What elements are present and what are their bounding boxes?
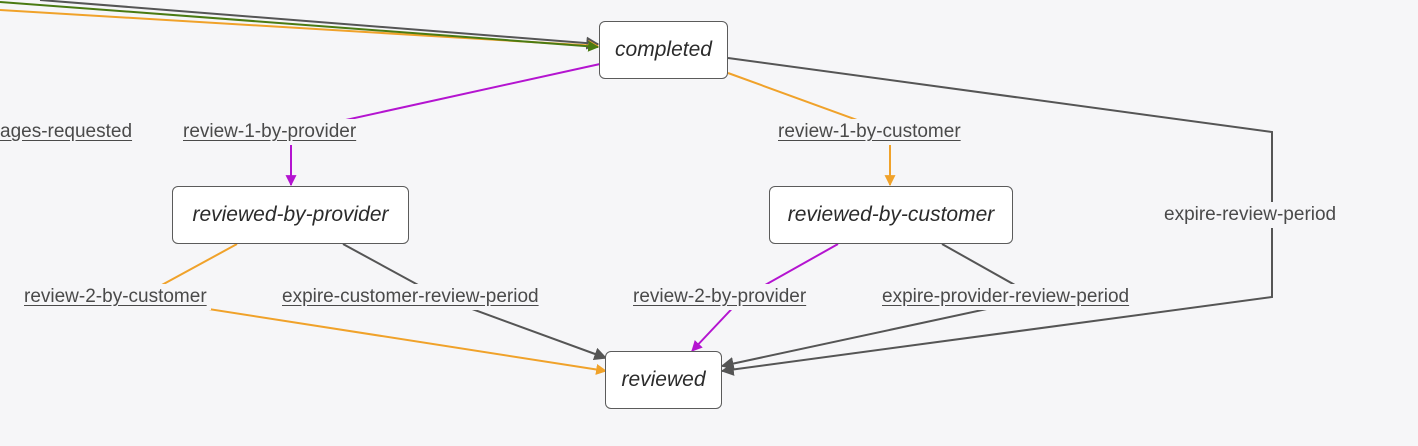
transition-label-changes-requested[interactable]: ages-requested	[0, 119, 137, 145]
state-reviewed[interactable]: reviewed	[605, 351, 722, 409]
state-completed[interactable]: completed	[599, 21, 728, 79]
transition-label-review-2-by-customer[interactable]: review-2-by-customer	[20, 284, 211, 310]
state-reviewed-by-provider[interactable]: reviewed-by-provider	[172, 186, 409, 244]
transition-label-review-1-by-provider[interactable]: review-1-by-provider	[179, 119, 361, 145]
edge-incoming-gray	[39, 0, 600, 50]
transition-label-review-1-by-customer[interactable]: review-1-by-customer	[774, 119, 965, 145]
transition-label-review-2-by-provider[interactable]: review-2-by-provider	[629, 284, 811, 310]
edge-incoming-green	[0, 1, 600, 52]
transition-label-expire-provider-review-period[interactable]: expire-provider-review-period	[878, 284, 1134, 310]
transition-label-expire-customer-review-period[interactable]: expire-customer-review-period	[278, 284, 543, 310]
transition-label-expire-review-period[interactable]: expire-review-period	[1160, 202, 1341, 228]
state-reviewed-by-customer-label: reviewed-by-customer	[787, 203, 995, 226]
state-reviewed-by-customer[interactable]: reviewed-by-customer	[769, 186, 1013, 244]
state-reviewed-label: reviewed	[621, 368, 706, 391]
state-completed-label: completed	[615, 38, 712, 61]
state-reviewed-by-provider-label: reviewed-by-provider	[192, 203, 389, 226]
